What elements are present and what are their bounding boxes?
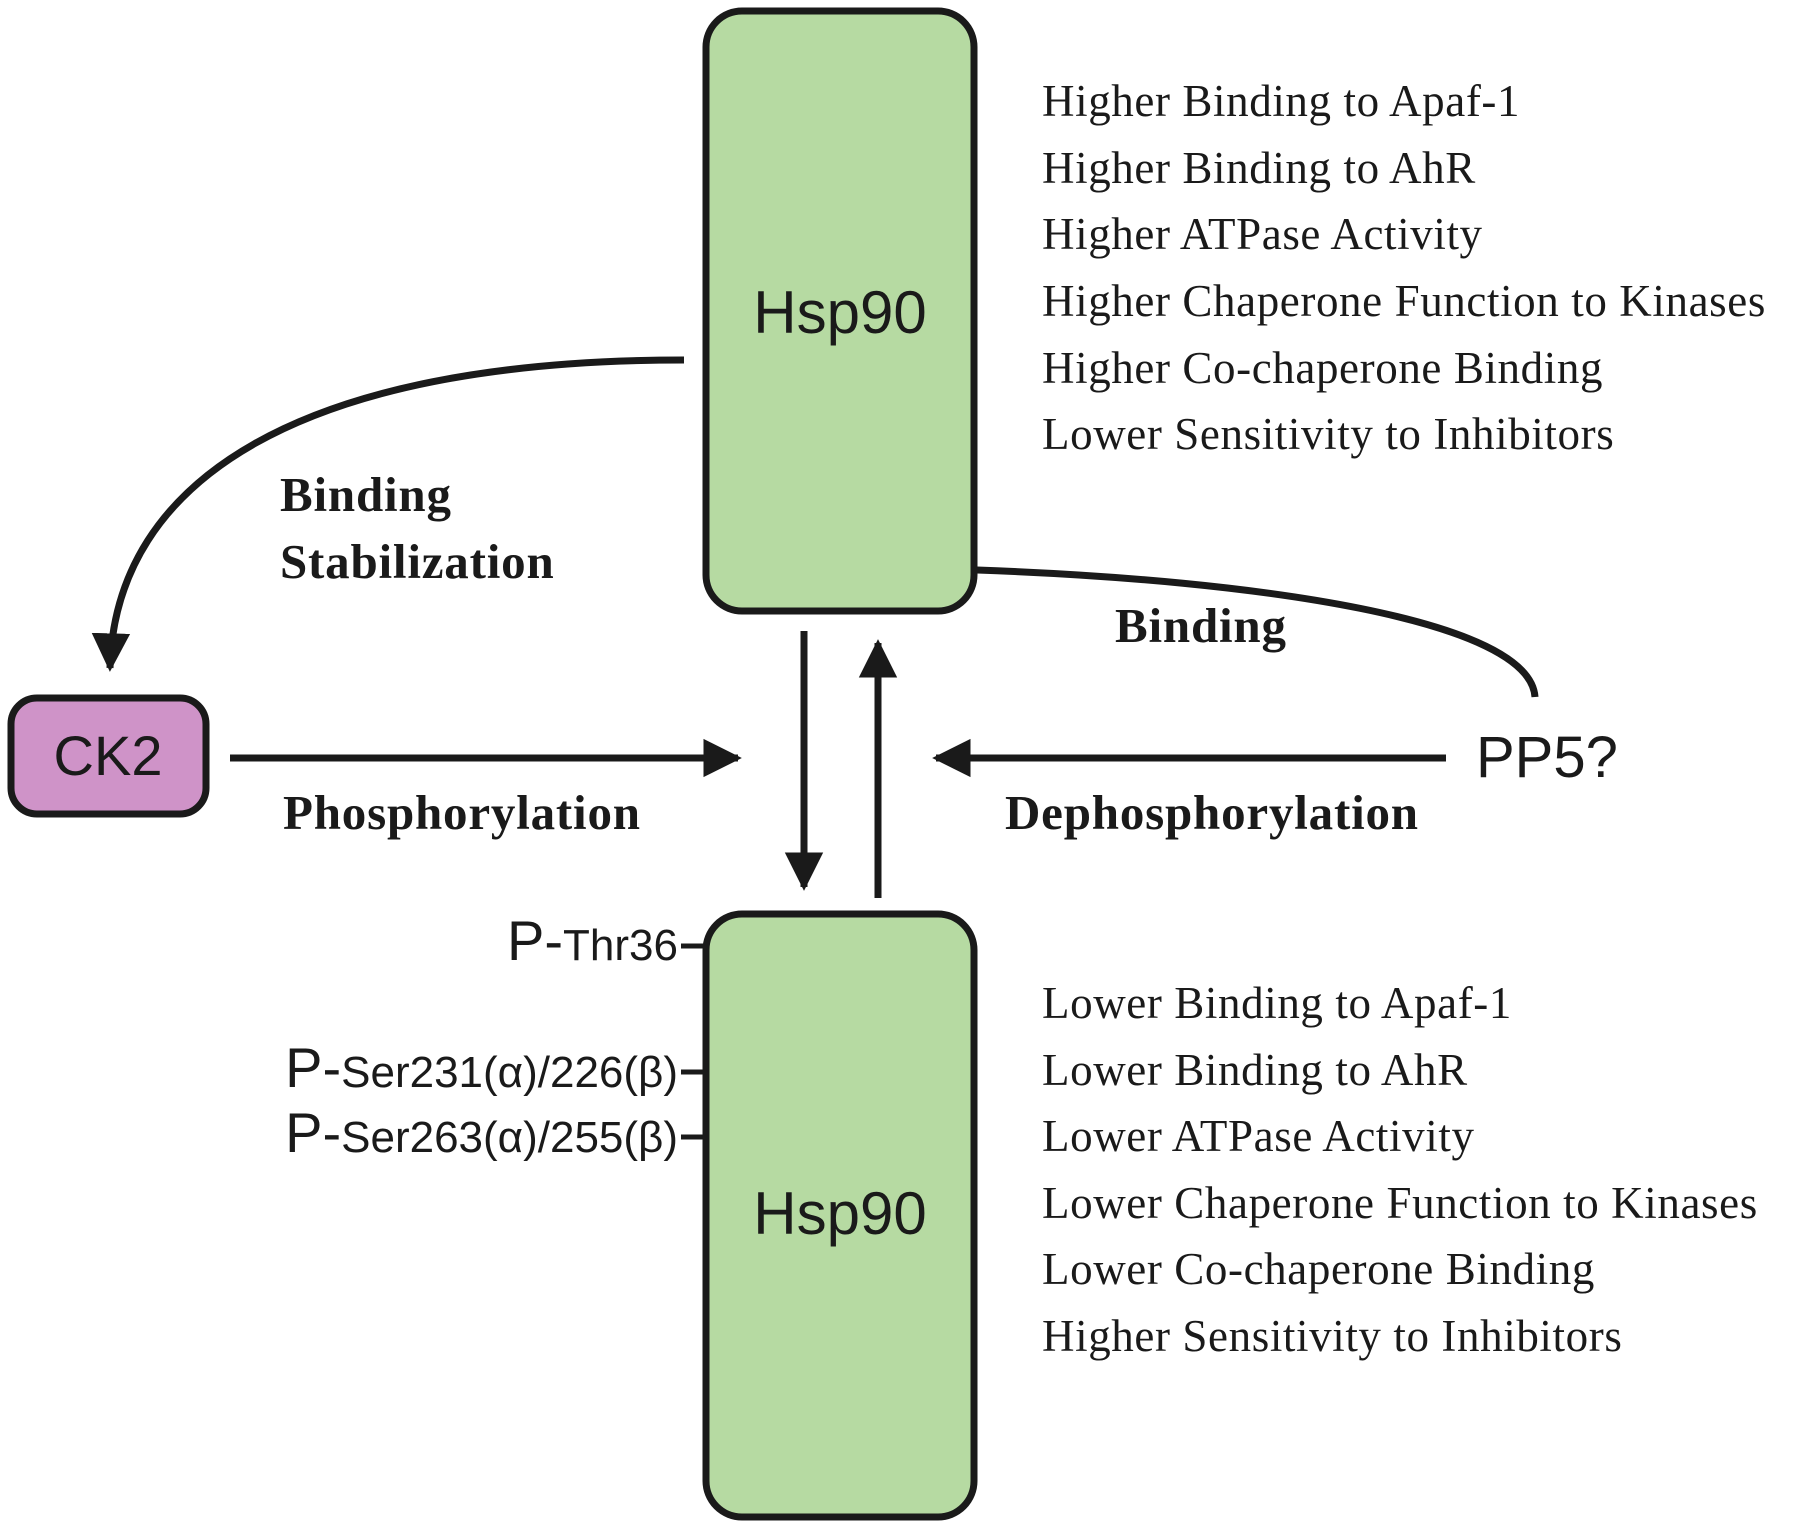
- effects-top-list: Higher Binding to Apaf-1 Higher Binding …: [1042, 76, 1766, 459]
- phospho-site-ser231: P-Ser231(α)/226(β): [285, 1036, 706, 1099]
- binding-label-right: Binding: [1115, 598, 1287, 653]
- phospho-residue: Ser231(α)/226(β): [341, 1048, 678, 1097]
- phospho-site-ser263: P-Ser263(α)/255(β): [285, 1101, 706, 1164]
- ck2-node: CK2: [7, 694, 210, 818]
- phosphorylation-label: Phosphorylation: [283, 785, 641, 840]
- binding-stabilization-arrow: [91, 356, 685, 672]
- hsp90-top-node: Hsp90: [702, 7, 978, 615]
- effect-item: Higher Binding to AhR: [1042, 143, 1476, 193]
- phospho-residue: Ser263(α)/255(β): [341, 1113, 678, 1162]
- effect-item: Lower Co-chaperone Binding: [1042, 1244, 1595, 1294]
- hsp90-top-label: Hsp90: [753, 279, 926, 346]
- hsp90-bottom-label: Hsp90: [753, 1180, 926, 1247]
- hsp90-bottom-node: Hsp90: [702, 910, 978, 1521]
- effect-item: Lower Binding to Apaf-1: [1042, 978, 1512, 1028]
- pp5-label: PP5?: [1476, 725, 1618, 790]
- phospho-p-marker: P-: [507, 909, 563, 972]
- effect-item: Higher Chaperone Function to Kinases: [1042, 276, 1766, 326]
- pp5-binding-line: [976, 566, 1539, 698]
- stabilization-label: Stabilization: [280, 534, 555, 589]
- phospho-residue: Thr36: [563, 921, 678, 970]
- effect-item: Higher Binding to Apaf-1: [1042, 76, 1520, 126]
- ck2-box: [7, 694, 210, 818]
- phospho-p-marker: P-: [285, 1036, 341, 1099]
- hsp90-top-box: [702, 7, 978, 615]
- effect-item: Higher Sensitivity to Inhibitors: [1042, 1311, 1622, 1361]
- svg-text:P-Thr36: P-Thr36: [507, 909, 678, 972]
- effect-item: Higher Co-chaperone Binding: [1042, 343, 1603, 393]
- svg-text:P-Ser263(α)/255(β): P-Ser263(α)/255(β): [285, 1101, 678, 1164]
- svg-text:P-Ser231(α)/226(β): P-Ser231(α)/226(β): [285, 1036, 678, 1099]
- effect-item: Lower Chaperone Function to Kinases: [1042, 1178, 1758, 1228]
- phospho-site-thr36: P-Thr36: [507, 909, 706, 972]
- ck2-label: CK2: [54, 724, 163, 787]
- phospho-p-marker: P-: [285, 1101, 341, 1164]
- effect-item: Lower Sensitivity to Inhibitors: [1042, 409, 1614, 459]
- effect-item: Lower ATPase Activity: [1042, 1111, 1475, 1161]
- binding-label-left: Binding: [280, 467, 452, 522]
- hsp90-bottom-box: [702, 910, 978, 1521]
- effects-bottom-list: Lower Binding to Apaf-1 Lower Binding to…: [1042, 978, 1758, 1361]
- effect-item: Higher ATPase Activity: [1042, 209, 1483, 259]
- dephosphorylation-label: Dephosphorylation: [1005, 785, 1419, 840]
- effect-item: Lower Binding to AhR: [1042, 1045, 1468, 1095]
